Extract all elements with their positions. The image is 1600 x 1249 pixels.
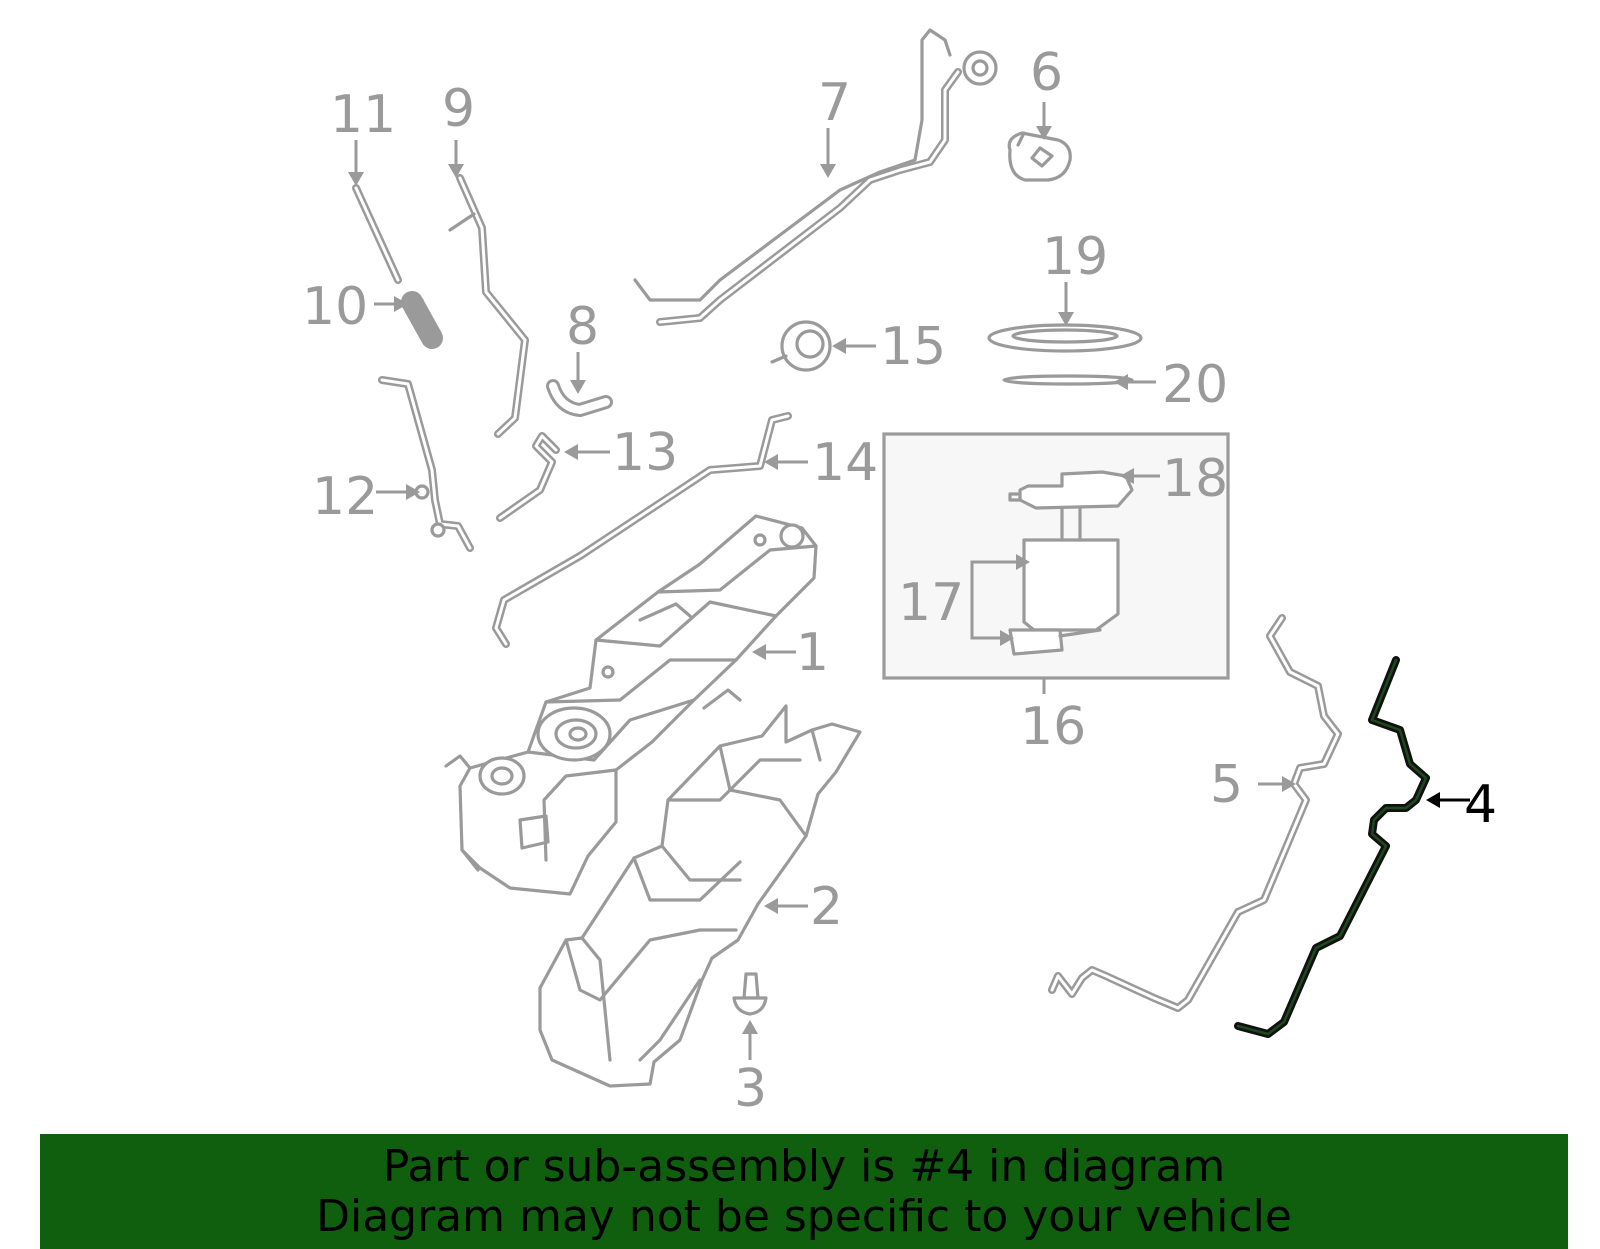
callout-11: 11 (330, 85, 396, 145)
footer-line-disclaimer: Diagram may not be specific to your vehi… (316, 1191, 1292, 1242)
callout-arrows (348, 102, 1470, 1060)
part-20-seal (1002, 374, 1134, 386)
part-2-shield (538, 704, 862, 1088)
callout-4[interactable]: 4 (1464, 775, 1497, 835)
part-11-tube (352, 184, 402, 284)
part-16-inset-box (882, 432, 1230, 694)
part-6-cap (1007, 131, 1072, 182)
callout-13: 13 (612, 423, 678, 483)
part-14-vent-line (492, 412, 792, 648)
part-9-tube (448, 174, 529, 438)
part-13-hose (496, 432, 560, 522)
callout-10: 10 (302, 277, 368, 337)
callout-20: 20 (1162, 355, 1228, 415)
callout-1: 1 (796, 623, 829, 683)
callout-9: 9 (442, 79, 475, 139)
part-1-fuel-tank (444, 514, 818, 896)
part-10-hose (401, 291, 443, 349)
callout-8: 8 (566, 297, 599, 357)
callout-2: 2 (810, 877, 843, 937)
callout-6: 6 (1030, 43, 1063, 103)
callout-17: 17 (898, 573, 964, 633)
callout-3: 3 (734, 1059, 767, 1119)
callout-19: 19 (1042, 227, 1108, 287)
footer-banner: Part or sub-assembly is #4 in diagram Di… (40, 1134, 1568, 1249)
callout-15: 15 (880, 317, 946, 377)
callout-12: 12 (312, 467, 378, 527)
callout-labels: 11 9 7 6 10 8 15 19 20 13 14 12 18 17 1 … (302, 43, 1497, 1119)
part-3-bolt (732, 972, 768, 1016)
part-5-fuel-line (1048, 614, 1342, 1012)
footer-line-part-info: Part or sub-assembly is #4 in diagram (382, 1141, 1226, 1192)
part-8-hose (546, 379, 613, 417)
callout-14: 14 (812, 433, 878, 493)
part-4-fuel-line-highlighted[interactable] (1234, 656, 1430, 1038)
part-19-gasket (987, 323, 1143, 353)
part-7-filler-tube (633, 28, 998, 326)
callout-7: 7 (818, 73, 851, 133)
callout-18: 18 (1162, 449, 1228, 509)
part-12-tube (378, 376, 474, 552)
callout-16: 16 (1020, 697, 1086, 757)
callout-5: 5 (1210, 755, 1243, 815)
part-15-lock-ring (770, 320, 832, 372)
